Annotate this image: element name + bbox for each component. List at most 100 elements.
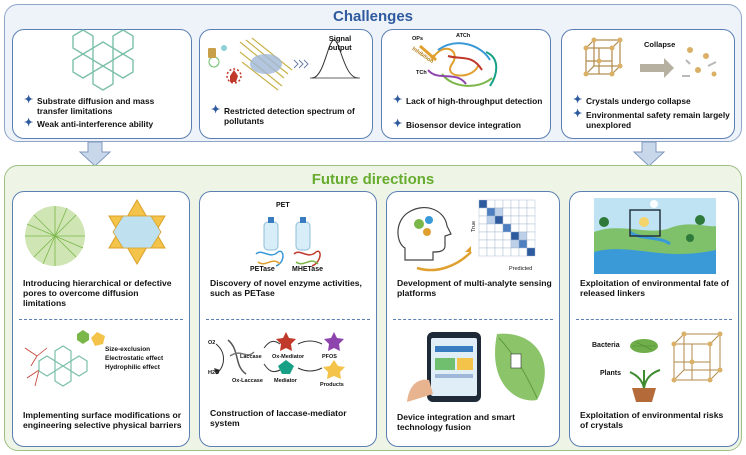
- future-card-enzymes: PET PETase MHETase Discovery of novel en…: [199, 191, 377, 447]
- dashed-divider: [206, 319, 370, 320]
- matrix-cell: [486, 215, 496, 225]
- star-bullet-icon: ✦: [573, 108, 583, 120]
- true-axis-label: True: [471, 220, 477, 232]
- matrix-cell: [478, 215, 488, 225]
- matrix-cell: [486, 239, 496, 249]
- ox-laccase-label: Ox-Laccase: [232, 378, 263, 384]
- matrix-cell: [478, 207, 488, 217]
- matrix-cell: [510, 239, 520, 249]
- star-bullet-icon: ✦: [393, 94, 403, 106]
- future-caption: Construction of laccase-mediator system: [210, 408, 347, 428]
- challenge-bullet: ✦Crystals undergo collapse: [573, 94, 691, 107]
- matrix-cell: [518, 231, 528, 241]
- pet-label: PET: [276, 202, 290, 209]
- star-bullet-icon: ✦: [24, 94, 34, 106]
- dashed-divider: [576, 319, 732, 320]
- matrix-cell: [526, 215, 536, 225]
- star-bullet-icon: ✦: [393, 118, 403, 130]
- future-caption: Development of multi-analyte sensing pla…: [397, 278, 552, 298]
- collapse-label: Collapse: [644, 40, 676, 49]
- matrix-cell: [518, 223, 528, 233]
- head-and-confusion-matrix-illustration: [397, 199, 536, 272]
- signal-output-illustration: [208, 37, 360, 91]
- matrix-cell: [526, 231, 536, 241]
- crystal-collapse-illustration: [583, 37, 717, 78]
- matrix-cell: [486, 199, 496, 209]
- matrix-cell: [494, 215, 504, 225]
- matrix-cell: [478, 231, 488, 241]
- matrix-cell: [502, 207, 512, 217]
- matrix-cell: [510, 223, 520, 233]
- future-caption: Exploitation of environmental fate of re…: [580, 278, 729, 298]
- matrix-cell: [518, 239, 528, 249]
- matrix-cell: [486, 223, 496, 233]
- hierarchical-pore-illustration: [25, 199, 166, 266]
- matrix-cell: [502, 231, 512, 241]
- star-bullet-icon: ✦: [573, 94, 583, 106]
- matrix-cell: [526, 239, 536, 249]
- mediator-label: Mediator: [274, 378, 297, 384]
- electrostatic-effect-label: Electrostatic effect: [105, 355, 164, 362]
- hydrophilic-effect-label: Hydrophilic effect: [105, 364, 160, 371]
- challenges-panel: Challenges ✦Substrate diffusion and mass…: [4, 4, 742, 142]
- matrix-cell: [486, 231, 496, 241]
- matrix-cell: [478, 247, 488, 257]
- future-caption: Introducing hierarchical or defective po…: [23, 278, 172, 308]
- size-exclusion-label: Size-exclusion: [105, 346, 151, 353]
- matrix-cell: [526, 247, 536, 257]
- matrix-cell: [518, 215, 528, 225]
- matrix-cell: [494, 223, 504, 233]
- challenge-bullet: ✦Weak anti-interference ability: [24, 117, 154, 130]
- matrix-cell: [510, 231, 520, 241]
- matrix-cell: [510, 199, 520, 209]
- challenge-bullet: ✦Biosensor device integration: [393, 118, 521, 131]
- laccase-mediator-cycle-illustration: [214, 332, 345, 379]
- plants-label: Plants: [600, 370, 622, 377]
- surface-modification-illustration: [24, 330, 105, 387]
- matrix-cell: [478, 239, 488, 249]
- enzyme-structure-illustration: [419, 42, 498, 87]
- matrix-cell: [510, 247, 520, 257]
- future-directions-title: Future directions: [311, 171, 435, 188]
- matrix-cell: [526, 199, 536, 209]
- dashed-divider: [393, 319, 553, 320]
- future-card-sensing: True Predicted Development of multi-anal…: [386, 191, 560, 447]
- matrix-cell: [510, 215, 520, 225]
- challenges-title: Challenges: [332, 8, 414, 25]
- pfos-label: PFOS: [322, 354, 337, 360]
- h2o-label: H2O: [208, 370, 220, 376]
- future-card-environment: Exploitation of environmental fate of re…: [569, 191, 739, 447]
- ox-mediator-label: Ox-Mediator: [272, 354, 305, 360]
- smartphone-leaf-illustration: [407, 332, 545, 402]
- pet-bottles-illustration: [255, 217, 321, 267]
- star-bullet-icon: ✦: [211, 104, 221, 116]
- matrix-cell: [502, 199, 512, 209]
- bacteria-label: Bacteria: [592, 342, 620, 349]
- products-label: Products: [320, 382, 344, 388]
- matrix-cell: [502, 215, 512, 225]
- matrix-cell: [478, 223, 488, 233]
- future-caption: Discovery of novel enzyme activities, su…: [210, 278, 362, 298]
- future-card-pores: Introducing hierarchical or defective po…: [12, 191, 190, 447]
- atch-label: ATCh: [456, 33, 471, 39]
- down-arrow-icon: [78, 141, 112, 167]
- matrix-cell: [526, 223, 536, 233]
- matrix-cell: [502, 239, 512, 249]
- future-caption: Exploitation of environmental risks of c…: [580, 410, 724, 430]
- matrix-cell: [494, 199, 504, 209]
- challenge-bullet: ✦Lack of high-throughput detection: [393, 94, 543, 107]
- predicted-axis-label: Predicted: [509, 266, 533, 272]
- challenge-card-throughput: ATCh OPs Inhibition TCh ✦Lack of high-th…: [381, 29, 551, 139]
- matrix-cell: [526, 207, 536, 217]
- future-caption: Implementing surface modifications or en…: [23, 410, 182, 430]
- mof-framework-icon: [72, 29, 134, 91]
- matrix-cell: [494, 239, 504, 249]
- ops-label: OPs: [412, 36, 424, 42]
- down-arrow-icon: [632, 141, 666, 167]
- dashed-divider: [19, 319, 183, 320]
- bacteria-plants-crystal-illustration: [629, 331, 723, 402]
- future-directions-panel: Future directions Introducing hierarchic…: [4, 165, 742, 451]
- matrix-cell: [486, 247, 496, 257]
- matrix-cell: [518, 247, 528, 257]
- tch-label: TCh: [416, 70, 427, 76]
